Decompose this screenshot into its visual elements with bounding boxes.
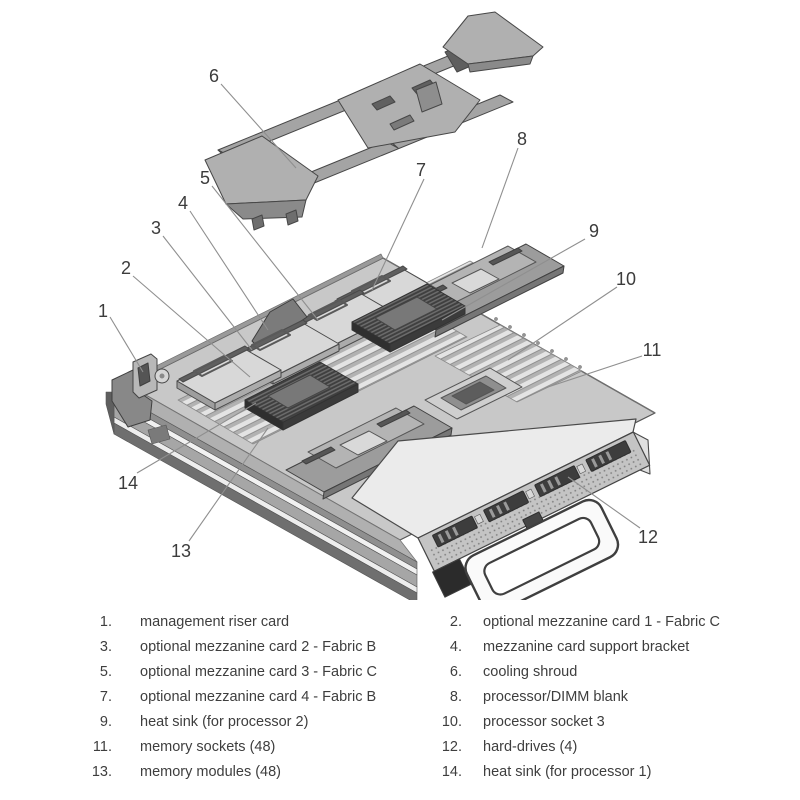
hard-drive-bay (351, 418, 651, 600)
callout-13: 13 (171, 541, 191, 561)
legend-number: 11. (92, 739, 112, 755)
callout-6: 6 (209, 66, 219, 86)
legend-number: 5. (99, 664, 112, 680)
leader-line-7 (371, 178, 425, 291)
legend-number: 4. (449, 639, 462, 655)
shroud-right-wing-skirt (467, 55, 534, 73)
callout-12: 12 (638, 527, 658, 547)
blank-front-hole (339, 430, 388, 456)
mezzanine-card-1 (176, 345, 282, 411)
legend-label: management riser card (140, 614, 290, 630)
callout-1: 1 (98, 301, 108, 321)
blank-rear-hole (451, 268, 500, 294)
legend-number: 8. (449, 689, 462, 705)
legend-number: 3. (99, 639, 112, 655)
legend-row: 7. optional mezzanine card 4 - Fabric B … (0, 685, 800, 710)
legend-label: optional mezzanine card 3 - Fabric C (140, 664, 377, 680)
shroud-slot-c (389, 114, 415, 131)
blank-front-slot-a (301, 446, 336, 465)
shroud-foot-a (251, 214, 265, 231)
callout-14: 14 (118, 473, 138, 493)
leader-line-5 (211, 185, 319, 321)
legend-number: 6. (449, 664, 462, 680)
legend-row: 9. heat sink (for processor 2) 10. proce… (0, 710, 800, 735)
card-handle-loop (308, 299, 348, 321)
callout-8: 8 (517, 129, 527, 149)
callout-4: 4 (178, 193, 188, 213)
callout-9: 9 (589, 221, 599, 241)
chassis-front-wall (105, 391, 418, 600)
processor-socket-3 (424, 367, 523, 420)
hard-drive-3 (534, 463, 586, 497)
shroud-center-plate (337, 63, 481, 149)
legend-label: optional mezzanine card 2 - Fabric B (140, 639, 377, 655)
legend-row: 1. management riser card 2. optional mez… (0, 610, 800, 635)
wall-left-cap (105, 391, 115, 435)
leader-line-3 (162, 235, 253, 351)
legend-number: 10. (441, 714, 462, 730)
leader-line-9 (441, 238, 586, 321)
legend-row: 5. optional mezzanine card 3 - Fabric C … (0, 660, 800, 685)
hard-drive-1 (432, 513, 484, 548)
card-handle-loop (251, 329, 291, 351)
callout-10: 10 (616, 269, 636, 289)
heat-sink-processor-1 (244, 361, 359, 431)
legend-number: 13. (91, 764, 112, 780)
legend-label: optional mezzanine card 4 - Fabric B (140, 689, 377, 705)
shroud-slot-a (371, 95, 396, 111)
legend-number: 14. (441, 764, 462, 780)
legend-label: heat sink (for processor 2) (140, 714, 309, 730)
shroud-foot-b (285, 209, 299, 226)
legend-label: processor socket 3 (483, 714, 605, 730)
leader-line-2 (132, 275, 251, 378)
leader-lines (109, 83, 643, 542)
shroud-right-foot (415, 81, 443, 113)
shroud-left-plate (204, 135, 319, 205)
legend-label: memory modules (48) (140, 764, 282, 780)
legend-label: cooling shroud (483, 664, 578, 680)
face-perforation (428, 447, 645, 567)
leader-line-1 (109, 316, 144, 373)
dimm-ejector-tabs (466, 301, 582, 369)
legend-number: 2. (449, 614, 462, 630)
legend-number: 12. (441, 739, 462, 755)
legend-label: hard-drives (4) (483, 739, 578, 755)
callout-2: 2 (121, 258, 131, 278)
callout-5: 5 (200, 168, 210, 188)
legend-row: 13. memory modules (48) 14. heat sink (f… (0, 760, 800, 785)
hard-drive-2 (483, 488, 535, 523)
legend-number: 7. (99, 689, 112, 705)
legend-row: 11. memory sockets (48) 12. hard-drives … (0, 735, 800, 760)
blank-rear-slot-b (488, 247, 523, 266)
callout-7: 7 (416, 160, 426, 180)
legend-label: processor/DIMM blank (483, 689, 629, 705)
leader-line-13 (188, 427, 269, 542)
hard-drive-4 (585, 440, 632, 472)
wall-tab (147, 424, 171, 445)
leader-line-14 (136, 402, 257, 474)
leader-line-8 (481, 147, 519, 249)
legend-label: heat sink (for processor 1) (483, 764, 652, 780)
callout-11: 11 (643, 340, 662, 360)
legend-row: 3. optional mezzanine card 2 - Fabric B … (0, 635, 800, 660)
leader-line-11 (544, 355, 643, 389)
legend-number: 1. (99, 614, 112, 630)
leader-line-4 (189, 210, 269, 331)
legend-label: optional mezzanine card 1 - Fabric C (483, 614, 720, 630)
callout-3: 3 (151, 218, 161, 238)
leader-line-10 (507, 286, 618, 361)
callout-numbers: 1 2 3 4 5 6 7 8 9 10 11 12 13 14 (98, 66, 661, 561)
server-exploded-diagram: 1 2 3 4 5 6 7 8 9 10 11 12 13 14 (98, 11, 661, 600)
legend-number: 9. (99, 714, 112, 730)
leader-line-6 (220, 83, 297, 169)
legend-table: 1. management riser card 2. optional mez… (0, 610, 800, 785)
legend-label: memory sockets (48) (140, 739, 276, 755)
blank-front-slot-b (376, 409, 411, 428)
leader-line-12 (567, 476, 641, 529)
cooling-shroud (204, 11, 544, 231)
legend-label: mezzanine card support bracket (483, 639, 690, 655)
front-handle (464, 498, 620, 600)
